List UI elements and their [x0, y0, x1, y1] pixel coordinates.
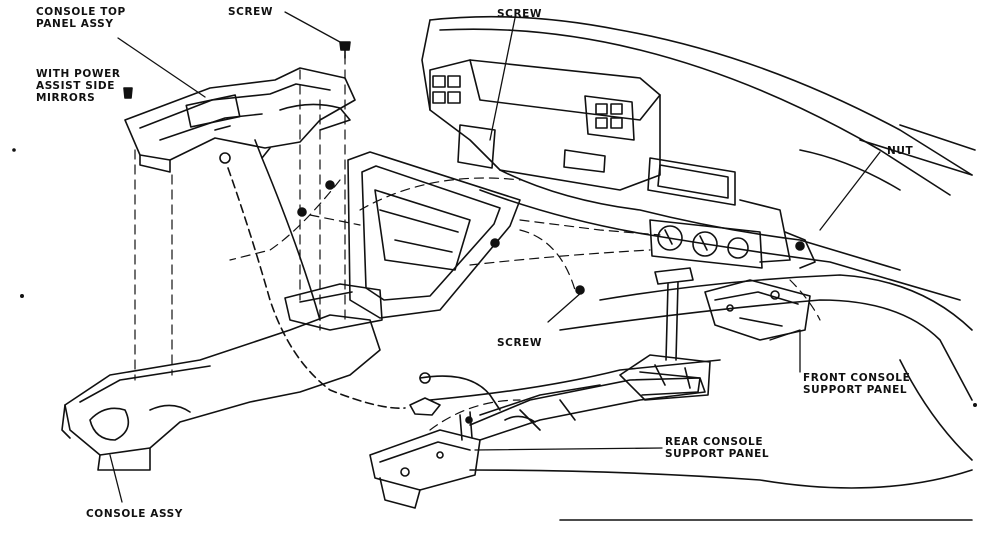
- label-with-power-mirrors: WITH POWER ASSIST SIDE MIRRORS: [36, 68, 121, 104]
- console-assy-shape: [61, 151, 521, 471]
- dashboard: [421, 15, 976, 301]
- label-nut: NUT: [887, 145, 913, 157]
- front-support-panel-shape: [704, 231, 816, 341]
- label-front-console-line1: FRONT CONSOLE: [803, 372, 911, 384]
- label-screw-top: SCREW: [228, 6, 273, 18]
- label-console-assy: CONSOLE ASSY: [86, 508, 183, 520]
- label-rear-console-line1: REAR CONSOLE: [665, 436, 764, 448]
- label-with-power-line3: MIRRORS: [36, 92, 96, 104]
- label-screw-bottom-text: SCREW: [497, 337, 543, 349]
- label-console-top-panel-line2: PANEL ASSY: [36, 18, 114, 30]
- label-console-top-panel: CONSOLE TOP PANEL ASSY: [36, 6, 126, 30]
- parking-brake-shape: [409, 372, 706, 441]
- rear-support-panel-shape: [369, 411, 481, 509]
- label-screw-bottom: SCREW: [497, 337, 542, 349]
- label-with-power-line1: WITH POWER: [36, 68, 121, 80]
- label-screw-right: SCREW: [497, 8, 542, 20]
- assembly-lines: [134, 54, 821, 431]
- label-nut-text: NUT: [887, 145, 914, 157]
- gear-shifter: [619, 267, 711, 401]
- label-console-top-panel-line1: CONSOLE TOP: [36, 6, 126, 18]
- label-front-console-line2: SUPPORT PANEL: [803, 384, 908, 396]
- label-screw-top-text: SCREW: [228, 6, 274, 18]
- label-front-console-support: FRONT CONSOLE SUPPORT PANEL: [803, 372, 910, 396]
- leader-lines: [109, 11, 881, 503]
- label-with-power-line2: ASSIST SIDE: [36, 80, 116, 92]
- mirror-wiring: [227, 157, 406, 409]
- label-rear-console-line2: SUPPORT PANEL: [665, 448, 770, 460]
- floor-outline: [429, 274, 973, 521]
- label-screw-right-text: SCREW: [497, 8, 543, 20]
- label-console-assy-text: CONSOLE ASSY: [86, 508, 184, 520]
- label-rear-console-support: REAR CONSOLE SUPPORT PANEL: [665, 436, 769, 460]
